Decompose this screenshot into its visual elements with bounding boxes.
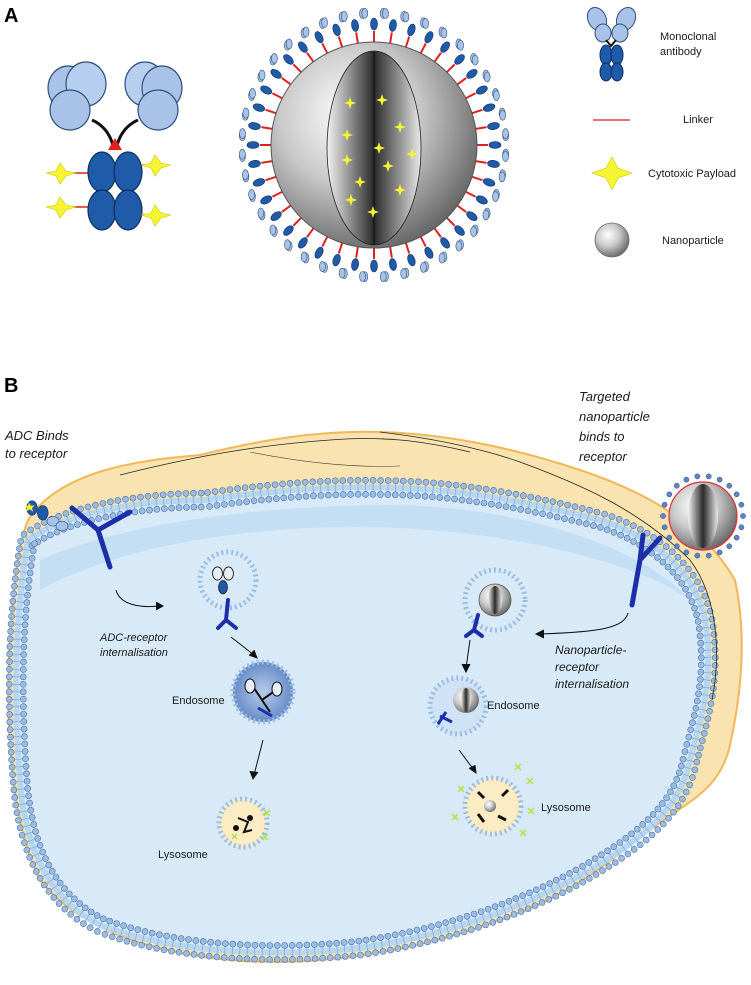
payload-star-icon — [591, 156, 633, 191]
legend-linker: Linker — [683, 114, 713, 126]
lipid-bilayer — [5, 476, 719, 963]
nanoparticle-icon — [594, 222, 630, 258]
panel-b-label: B — [4, 375, 18, 397]
antibody-corona — [239, 8, 509, 282]
payload-stars — [341, 94, 418, 218]
arrow-to-lysosome-right — [458, 749, 475, 771]
lysosome-left-label: Lysosome — [158, 849, 208, 861]
panel-a-label: A — [4, 5, 18, 27]
legend-payload: Cytotoxic Payload — [648, 168, 736, 180]
adc-diagram — [45, 61, 183, 231]
lysosome-right-label: Lysosome — [541, 802, 591, 814]
np-internalisation-line2: receptor — [555, 660, 600, 674]
targeted-binds-line3: binds to — [579, 429, 625, 444]
lysosome-right-vesicle — [451, 763, 535, 837]
endosome-left-vesicle — [230, 659, 296, 725]
arrows — [115, 589, 629, 781]
legend-antibody-line2: antibody — [660, 46, 702, 58]
adc-invagination — [197, 549, 259, 630]
legend-antibody-line1: Monoclonal — [660, 31, 716, 43]
endosome-left-label: Endosome — [172, 695, 225, 707]
antibody-icon — [586, 6, 637, 82]
targeted-binds-line4: receptor — [579, 449, 627, 464]
arrow-to-endosome-left — [230, 636, 255, 656]
legend: Monoclonal antibody Linker Cytotoxic Pay… — [586, 6, 736, 258]
adc-small — [24, 500, 69, 532]
targeted-nanoparticle-small — [660, 473, 746, 559]
receptor-right — [629, 532, 663, 608]
cytoplasm — [13, 484, 712, 956]
adc-binds-line2: to receptor — [5, 446, 68, 461]
targeted-binds-line2: nanoparticle — [579, 409, 650, 424]
adc-internalisation-line1: ADC-receptor — [99, 632, 169, 644]
membrane-inner-shade — [40, 505, 690, 600]
adc-binds-line1: ADC Binds — [4, 428, 69, 443]
endosome-right-vesicle — [427, 675, 489, 737]
internalised-adc — [212, 566, 234, 595]
np-internalisation-line1: Nanoparticle- — [555, 643, 626, 657]
arrow-np-in — [539, 612, 629, 635]
nanoparticle-invagination — [462, 567, 528, 638]
targeted-binds-line1: Targeted — [579, 389, 631, 404]
receptor-left — [69, 505, 133, 570]
arrow-to-endosome-right — [465, 639, 471, 669]
adc-internalisation-line2: internalisation — [100, 647, 168, 659]
endosome-right-label: Endosome — [487, 700, 540, 712]
legend-nanoparticle: Nanoparticle — [662, 235, 724, 247]
arrow-adc-in — [115, 589, 161, 608]
targeted-nanoparticle-large — [239, 8, 509, 282]
np-internalisation-line3: internalisation — [555, 677, 629, 691]
cell — [5, 430, 743, 963]
lysosome-left-vesicle — [216, 796, 271, 850]
arrow-to-lysosome-left — [253, 739, 264, 776]
